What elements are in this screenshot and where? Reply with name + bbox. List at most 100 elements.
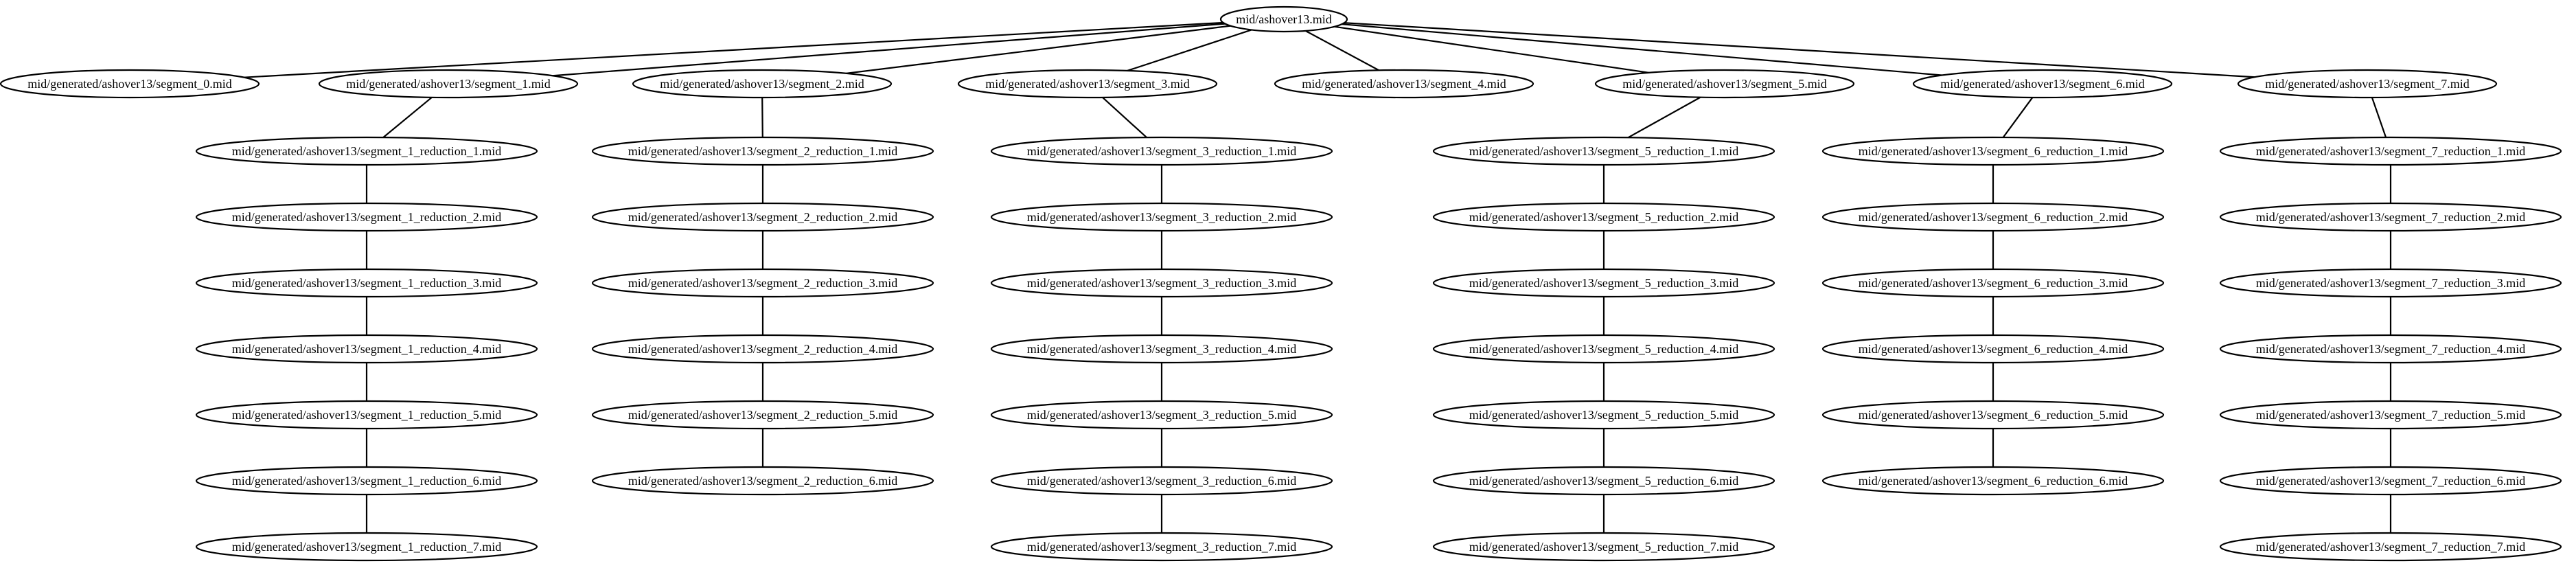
node-label: mid/generated/ashover13/segment_3.mid <box>985 77 1189 91</box>
node-ellipse <box>1821 202 2165 232</box>
edge-root-to-segment-3 <box>1127 29 1252 72</box>
node-ellipse <box>2237 69 2498 99</box>
node-ellipse <box>0 69 260 99</box>
node-label: mid/generated/ashover13/segment_5_reduct… <box>1469 342 1738 356</box>
node-segment-3-reduction-1: mid/generated/ashover13/segment_3_reduct… <box>990 136 1333 166</box>
edge-root-to-segment-1 <box>553 23 1226 77</box>
node-label: mid/generated/ashover13/segment_6_reduct… <box>1859 276 2128 290</box>
node-ellipse <box>195 400 538 430</box>
node-segment-1-reduction-5: mid/generated/ashover13/segment_1_reduct… <box>195 400 538 430</box>
node-segment-2: mid/generated/ashover13/segment_2.mid <box>632 69 893 99</box>
node-ellipse <box>1912 69 2173 99</box>
node-label: mid/generated/ashover13/segment_1_reduct… <box>232 474 501 488</box>
node-ellipse <box>2219 202 2562 232</box>
node-ellipse <box>1219 5 1348 33</box>
node-ellipse <box>195 532 538 562</box>
node-segment-3: mid/generated/ashover13/segment_3.mid <box>957 69 1218 99</box>
node-ellipse <box>1821 136 2165 166</box>
node-ellipse <box>195 136 538 166</box>
node-label: mid/generated/ashover13/segment_2_reduct… <box>628 342 897 356</box>
node-label: mid/generated/ashover13/segment_0.mid <box>27 77 231 91</box>
node-segment-3-reduction-6: mid/generated/ashover13/segment_3_reduct… <box>990 466 1333 496</box>
node-segment-2-reduction-3: mid/generated/ashover13/segment_2_reduct… <box>591 268 934 298</box>
node-label: mid/generated/ashover13/segment_6_reduct… <box>1859 144 2128 158</box>
node-segment-1-reduction-6: mid/generated/ashover13/segment_1_reduct… <box>195 466 538 496</box>
node-segment-2-reduction-2: mid/generated/ashover13/segment_2_reduct… <box>591 202 934 232</box>
graph-nodes: mid/ashover13.midmid/generated/ashover13… <box>0 5 2562 562</box>
node-ellipse <box>2219 334 2562 364</box>
node-ellipse <box>990 400 1333 430</box>
node-segment-1: mid/generated/ashover13/segment_1.mid <box>318 69 579 99</box>
node-segment-6-reduction-4: mid/generated/ashover13/segment_6_reduct… <box>1821 334 2165 364</box>
node-ellipse <box>1274 69 1534 99</box>
node-label: mid/generated/ashover13/segment_3_reduct… <box>1027 342 1296 356</box>
node-ellipse <box>990 136 1333 166</box>
node-label: mid/generated/ashover13/segment_5.mid <box>1622 77 1826 91</box>
node-segment-7-reduction-4: mid/generated/ashover13/segment_7_reduct… <box>2219 334 2562 364</box>
node-ellipse <box>591 268 934 298</box>
node-ellipse <box>990 268 1333 298</box>
node-ellipse <box>195 202 538 232</box>
edge-root-to-segment-7 <box>1344 22 2255 78</box>
node-ellipse <box>591 334 934 364</box>
node-ellipse <box>1432 466 1775 496</box>
node-ellipse <box>990 334 1333 364</box>
edge-root-to-segment-6 <box>1342 23 1942 76</box>
node-ellipse <box>591 400 934 430</box>
node-ellipse <box>1821 466 2165 496</box>
node-segment-5-reduction-2: mid/generated/ashover13/segment_5_reduct… <box>1432 202 1775 232</box>
node-label: mid/generated/ashover13/segment_7_reduct… <box>2256 210 2525 224</box>
node-ellipse <box>990 466 1333 496</box>
node-ellipse <box>632 69 893 99</box>
node-label: mid/generated/ashover13/segment_6_reduct… <box>1859 210 2128 224</box>
node-label: mid/generated/ashover13/segment_1_reduct… <box>232 408 501 422</box>
node-segment-6-reduction-2: mid/generated/ashover13/segment_6_reduct… <box>1821 202 2165 232</box>
node-segment-5-reduction-4: mid/generated/ashover13/segment_5_reduct… <box>1432 334 1775 364</box>
node-segment-3-reduction-5: mid/generated/ashover13/segment_3_reduct… <box>990 400 1333 430</box>
node-ellipse <box>1432 202 1775 232</box>
node-ellipse <box>195 334 538 364</box>
node-ellipse <box>1432 334 1775 364</box>
node-ellipse <box>1821 334 2165 364</box>
node-label: mid/generated/ashover13/segment_3_reduct… <box>1027 144 1296 158</box>
node-segment-5-reduction-7: mid/generated/ashover13/segment_5_reduct… <box>1432 532 1775 562</box>
node-segment-5-reduction-3: mid/generated/ashover13/segment_5_reduct… <box>1432 268 1775 298</box>
node-segment-1-reduction-2: mid/generated/ashover13/segment_1_reduct… <box>195 202 538 232</box>
node-segment-3-reduction-7: mid/generated/ashover13/segment_3_reduct… <box>990 532 1333 562</box>
node-label: mid/generated/ashover13/segment_7_reduct… <box>2256 276 2525 290</box>
edge-segment-2-to-reduction-1 <box>761 97 763 138</box>
node-label: mid/generated/ashover13/segment_2_reduct… <box>628 408 897 422</box>
node-ellipse <box>591 202 934 232</box>
node-segment-6: mid/generated/ashover13/segment_6.mid <box>1912 69 2173 99</box>
node-ellipse <box>1821 400 2165 430</box>
node-label: mid/generated/ashover13/segment_7_reduct… <box>2256 474 2525 488</box>
edge-root-to-segment-0 <box>244 21 1223 78</box>
node-label: mid/generated/ashover13/segment_2.mid <box>660 77 864 91</box>
edge-segment-7-to-reduction-1 <box>2371 97 2387 138</box>
node-label: mid/generated/ashover13/segment_3_reduct… <box>1027 210 1296 224</box>
graph-edges <box>244 21 2392 533</box>
node-segment-1-reduction-1: mid/generated/ashover13/segment_1_reduct… <box>195 136 538 166</box>
node-ellipse <box>2219 532 2562 562</box>
node-segment-6-reduction-3: mid/generated/ashover13/segment_6_reduct… <box>1821 268 2165 298</box>
node-label: mid/generated/ashover13/segment_2_reduct… <box>628 276 897 290</box>
node-label: mid/generated/ashover13/segment_5_reduct… <box>1469 276 1738 290</box>
node-label: mid/generated/ashover13/segment_6_reduct… <box>1859 408 2128 422</box>
node-segment-6-reduction-5: mid/generated/ashover13/segment_6_reduct… <box>1821 400 2165 430</box>
node-label: mid/generated/ashover13/segment_3_reduct… <box>1027 408 1296 422</box>
node-segment-7-reduction-2: mid/generated/ashover13/segment_7_reduct… <box>2219 202 2562 232</box>
node-label: mid/generated/ashover13/segment_6_reduct… <box>1859 474 2128 488</box>
node-label: mid/generated/ashover13/segment_1_reduct… <box>232 210 501 224</box>
node-segment-2-reduction-4: mid/generated/ashover13/segment_2_reduct… <box>591 334 934 364</box>
node-label: mid/generated/ashover13/segment_7_reduct… <box>2256 408 2525 422</box>
node-ellipse <box>2219 400 2562 430</box>
node-ellipse <box>591 466 934 496</box>
node-segment-2-reduction-5: mid/generated/ashover13/segment_2_reduct… <box>591 400 934 430</box>
node-label: mid/generated/ashover13/segment_2_reduct… <box>628 474 897 488</box>
node-ellipse <box>1432 400 1775 430</box>
node-label: mid/generated/ashover13/segment_5_reduct… <box>1469 474 1738 488</box>
node-label: mid/generated/ashover13/segment_1.mid <box>346 77 550 91</box>
node-segment-4: mid/generated/ashover13/segment_4.mid <box>1274 69 1534 99</box>
node-ellipse <box>2219 136 2562 166</box>
node-segment-2-reduction-6: mid/generated/ashover13/segment_2_reduct… <box>591 466 934 496</box>
